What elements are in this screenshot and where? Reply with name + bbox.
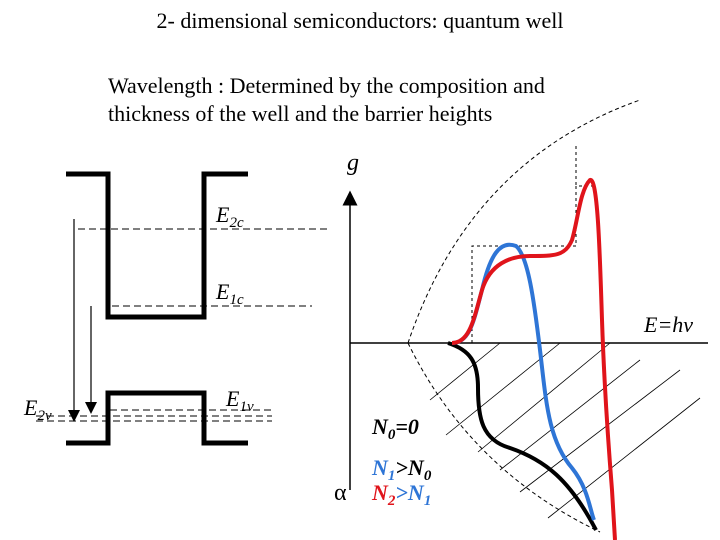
e1v-label: E1v <box>226 386 254 415</box>
gain-curve-n1 <box>451 242 596 521</box>
diag-line-6 <box>547 397 701 519</box>
e2c-label: E2c <box>216 202 244 231</box>
slide-title: 2- dimensional semiconductors: quantum w… <box>156 8 564 33</box>
valence-band-profile <box>66 390 248 446</box>
envelope-parabola <box>407 99 641 344</box>
conduction-band-profile <box>66 171 248 320</box>
description-text: Wavelength : Determined by the compositi… <box>108 73 545 126</box>
legend-n2: N2>N1 <box>372 480 432 509</box>
e1c-label: E1c <box>216 279 244 308</box>
diag-line-5 <box>519 369 681 493</box>
legend-n1: N1>N0 <box>372 455 432 484</box>
e2v-label: E2v <box>24 395 52 424</box>
gain-curve-n2 <box>451 177 617 540</box>
g-axis-label: g <box>347 150 359 176</box>
legend-n0: N0=0 <box>372 414 419 443</box>
gain-curve-n0 <box>447 341 598 531</box>
diag-line-1 <box>429 342 501 401</box>
alpha-label: α <box>334 480 347 506</box>
energy-axis-label: E=hν <box>644 312 694 337</box>
staircase-dos <box>471 185 594 343</box>
envelope-parabola-lower <box>407 342 601 533</box>
